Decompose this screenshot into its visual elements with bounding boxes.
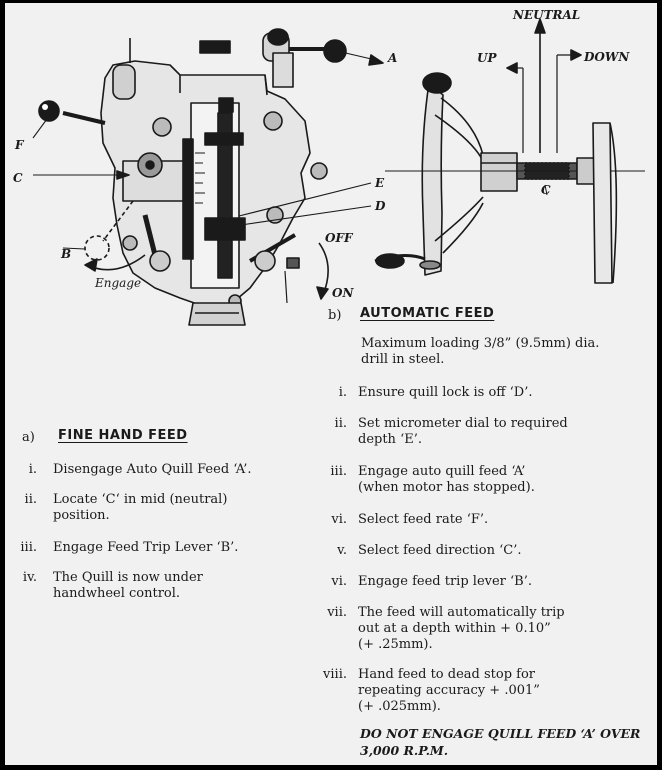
label-f: F	[15, 138, 24, 152]
step-line: repeating accuracy + .001”	[358, 683, 540, 698]
auto-feed-step: The feed will automatically trip out at …	[358, 605, 565, 653]
intro-line: Maximum loading 3/8” (9.5mm) dia.	[361, 336, 600, 351]
item-num: i.	[338, 385, 347, 400]
section-a-heading: FINE HAND FEED	[58, 428, 188, 443]
quill-feed-diagram	[32, 18, 645, 326]
step-line: Disengage Auto Quill Feed ‘A’.	[53, 462, 252, 477]
label-b: B	[61, 247, 72, 261]
step-line: Engage auto quill feed ‘A’	[358, 464, 526, 479]
step-line: position.	[53, 508, 110, 523]
item-num: iii.	[330, 464, 347, 479]
item-num: v.	[337, 543, 347, 558]
item-num: vi.	[331, 512, 347, 527]
label-c-right: C	[541, 183, 551, 197]
label-engage: Engage	[95, 276, 142, 290]
label-c-left: C	[13, 171, 23, 185]
auto-feed-step: Ensure quill lock is off ‘D’.	[358, 385, 533, 401]
item-num: vi.	[331, 574, 347, 589]
label-up: UP	[477, 51, 497, 65]
item-num: iv.	[22, 570, 37, 585]
step-line: Set micrometer dial to required	[358, 416, 568, 431]
label-e: E	[375, 176, 385, 190]
hand-feed-step: Engage Feed Trip Lever ‘B’.	[53, 540, 238, 556]
section-b-marker: b)	[328, 308, 342, 323]
item-num: iii.	[20, 540, 37, 555]
hand-feed-step: The Quill is now under handwheel control…	[53, 570, 203, 602]
warning-note: DO NOT ENGAGE QUILL FEED ‘A’ OVER 3,000 …	[360, 725, 640, 759]
label-on: ON	[332, 286, 354, 300]
step-line: (+ .25mm).	[358, 637, 433, 652]
auto-feed-step: Select feed rate ‘F’.	[358, 512, 488, 528]
step-line: Select feed direction ‘C’.	[358, 543, 522, 558]
step-line: (when motor has stopped).	[358, 480, 535, 495]
section-b-intro: Maximum loading 3/8” (9.5mm) dia. drill …	[361, 336, 599, 368]
step-line: out at a depth within + 0.10”	[358, 621, 551, 636]
label-down: DOWN	[584, 50, 630, 64]
auto-feed-step: Engage auto quill feed ‘A’ (when motor h…	[358, 464, 535, 496]
step-line: The feed will automatically trip	[358, 605, 565, 620]
step-line: Ensure quill lock is off ‘D’.	[358, 385, 533, 400]
step-line: Hand feed to dead stop for	[358, 667, 535, 682]
step-line: Engage feed trip lever ‘B’.	[358, 574, 532, 589]
step-line: depth ‘E’.	[358, 432, 422, 447]
item-num: ii.	[24, 492, 37, 507]
section-b-heading: AUTOMATIC FEED	[360, 306, 495, 321]
label-neutral: NEUTRAL	[513, 8, 581, 22]
auto-feed-step: Set micrometer dial to required depth ‘E…	[358, 416, 568, 448]
step-line: handwheel control.	[53, 586, 181, 601]
auto-feed-step: Hand feed to dead stop for repeating acc…	[358, 667, 540, 715]
step-line: Select feed rate ‘F’.	[358, 512, 489, 527]
label-off: OFF	[325, 231, 353, 245]
section-a-marker: a)	[22, 430, 35, 445]
item-num: vii.	[327, 605, 347, 620]
step-line: (+ .025mm).	[358, 699, 441, 714]
intro-line: drill in steel.	[361, 352, 445, 367]
item-num: i.	[28, 462, 37, 477]
label-a: A	[388, 51, 398, 65]
item-num: ii.	[334, 416, 347, 431]
warning-line: 3,000 R.P.M.	[360, 743, 449, 758]
step-line: The Quill is now under	[53, 570, 203, 585]
hand-feed-step: Disengage Auto Quill Feed ‘A’.	[53, 462, 251, 478]
label-d: D	[375, 199, 386, 213]
manual-page: A F C E D B Engage OFF ON NEUTRAL UP DOW…	[5, 3, 657, 765]
warning-line: DO NOT ENGAGE QUILL FEED ‘A’ OVER	[360, 726, 641, 741]
auto-feed-step: Engage feed trip lever ‘B’.	[358, 574, 532, 590]
step-line: Locate ‘C‘ in mid (neutral)	[53, 492, 228, 507]
auto-feed-step: Select feed direction ‘C’.	[358, 543, 521, 559]
step-line: Engage Feed Trip Lever ‘B’.	[53, 540, 239, 555]
hand-feed-step: Locate ‘C‘ in mid (neutral) position.	[53, 492, 227, 524]
item-num: viii.	[323, 667, 347, 682]
